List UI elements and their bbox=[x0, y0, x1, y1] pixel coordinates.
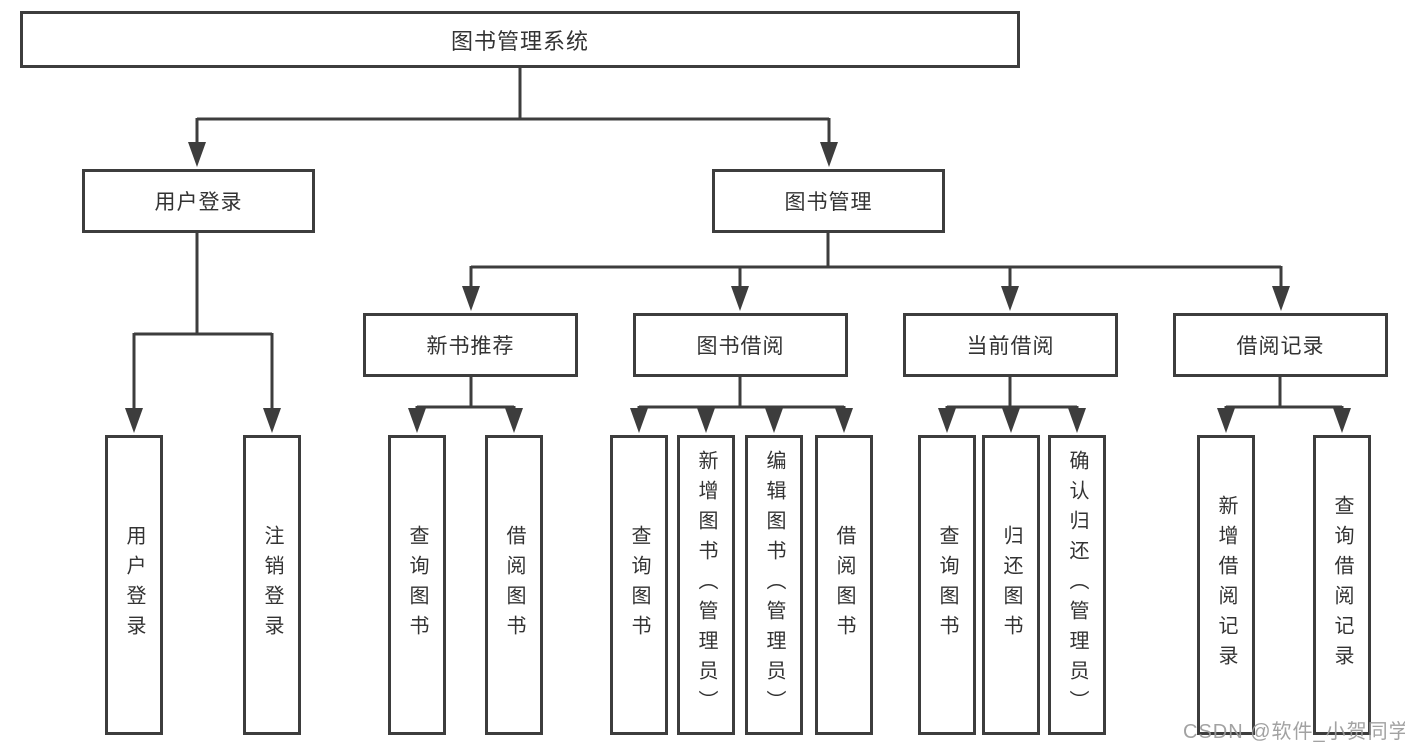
leaf-user-login: 用户登录 bbox=[105, 435, 163, 735]
node-user-login: 用户登录 bbox=[82, 169, 315, 233]
node-label: 新书推荐 bbox=[426, 335, 515, 358]
node-label: 查询图书 bbox=[628, 525, 650, 645]
leaf-records-query-borrow-record: 查询借阅记录 bbox=[1313, 435, 1371, 735]
node-book-borrowing: 图书借阅 bbox=[633, 313, 848, 377]
arrowheads bbox=[125, 142, 1351, 433]
leaf-borrowing-query-books: 查询图书 bbox=[610, 435, 668, 735]
node-label: 借阅图书 bbox=[503, 525, 525, 645]
leaf-newbook-borrow-books: 借阅图书 bbox=[485, 435, 543, 735]
node-label: 用户登录 bbox=[154, 191, 243, 214]
node-label: 编辑图书（管理员） bbox=[763, 450, 785, 720]
node-library-management-system: 图书管理系统 bbox=[20, 11, 1020, 68]
node-label: 图书借阅 bbox=[696, 335, 785, 358]
node-label: 查询图书 bbox=[936, 525, 958, 645]
leaf-borrowing-add-books-admin: 新增图书（管理员） bbox=[677, 435, 735, 735]
leaf-logout: 注销登录 bbox=[243, 435, 301, 735]
node-label: 查询借阅记录 bbox=[1331, 495, 1353, 675]
leaf-records-add-borrow-record: 新增借阅记录 bbox=[1197, 435, 1255, 735]
node-label: 归还图书 bbox=[1000, 525, 1022, 645]
node-label: 图书管理系统 bbox=[450, 28, 589, 54]
leaf-newbook-query-books: 查询图书 bbox=[388, 435, 446, 735]
node-label: 用户登录 bbox=[123, 525, 145, 645]
leaf-current-return-books: 归还图书 bbox=[982, 435, 1040, 735]
node-current-borrowing: 当前借阅 bbox=[903, 313, 1118, 377]
node-label: 图书管理 bbox=[784, 191, 873, 214]
node-label: 新增借阅记录 bbox=[1215, 495, 1237, 675]
node-label: 借阅记录 bbox=[1236, 335, 1325, 358]
node-label: 当前借阅 bbox=[966, 335, 1055, 358]
node-label: 借阅图书 bbox=[833, 525, 855, 645]
node-new-book-recommendation: 新书推荐 bbox=[363, 313, 578, 377]
node-label: 注销登录 bbox=[261, 525, 283, 645]
leaf-borrowing-borrow-books: 借阅图书 bbox=[815, 435, 873, 735]
leaf-current-query-books: 查询图书 bbox=[918, 435, 976, 735]
node-label: 新增图书（管理员） bbox=[695, 450, 717, 720]
node-label: 查询图书 bbox=[406, 525, 428, 645]
csdn-watermark: CSDN @软件_小贺同学 bbox=[1183, 721, 1405, 743]
node-label: 确认归还（管理员） bbox=[1066, 450, 1088, 720]
node-book-management: 图书管理 bbox=[712, 169, 945, 233]
node-borrowing-records: 借阅记录 bbox=[1173, 313, 1388, 377]
leaf-borrowing-edit-books-admin: 编辑图书（管理员） bbox=[745, 435, 803, 735]
leaf-current-confirm-return-admin: 确认归还（管理员） bbox=[1048, 435, 1106, 735]
